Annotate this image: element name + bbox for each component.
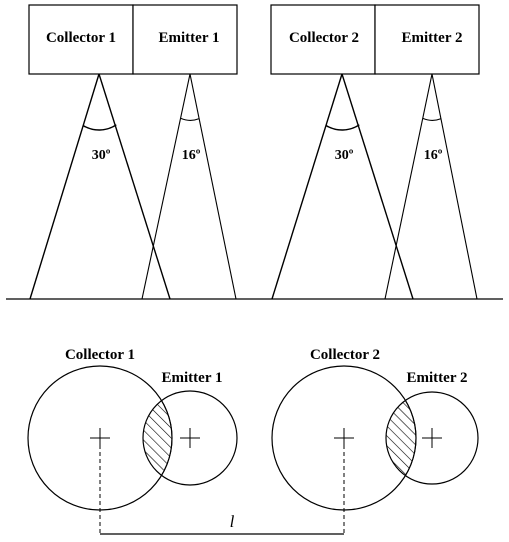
emitter-1-angle-label: 16º [182,148,201,163]
emitter-1-box-label: Emitter 1 [159,30,220,46]
sensor-box-1: Collector 1 Emitter 1 [28,4,238,75]
overlap-1-hatched [143,391,173,485]
distance-label: l [230,512,235,531]
collector-1-box [28,4,134,75]
overlap-2-hatched [386,392,417,484]
collector-2-box-label: Collector 2 [289,30,359,46]
collector-1-box-label: Collector 1 [46,30,116,46]
emitter-1-box [132,4,238,75]
emitter-1-footprint-label: Emitter 1 [162,370,223,386]
emitter-1-cone [141,73,237,300]
emitter-2-footprint-label: Emitter 2 [407,370,468,386]
emitter-2-cone [384,73,478,300]
distance-dimension: l [99,438,345,535]
emitter-2-crosshair [422,428,442,448]
collector-2-footprint-label: Collector 2 [310,347,380,363]
collector-2-angle-arc [325,124,360,131]
emitter-1-crosshair [180,428,200,448]
collector-2-cone [271,73,414,300]
emitter-2-angle-arc [422,117,442,121]
collector-2-angle-label: 30º [335,148,354,163]
emitter-1-angle-arc [180,117,200,121]
sensor-box-2: Collector 2 Emitter 2 [270,4,480,75]
collector-1-angle-label: 30º [92,148,111,163]
collector-1-angle-arc [82,124,117,131]
emitter-2-box [374,4,480,75]
collector-1-footprint-label: Collector 1 [65,347,135,363]
emitter-2-box-label: Emitter 2 [402,30,463,46]
emitter-2-angle-label: 16º [424,148,443,163]
collector-2-box [270,4,376,75]
collector-1-cone [29,73,171,300]
